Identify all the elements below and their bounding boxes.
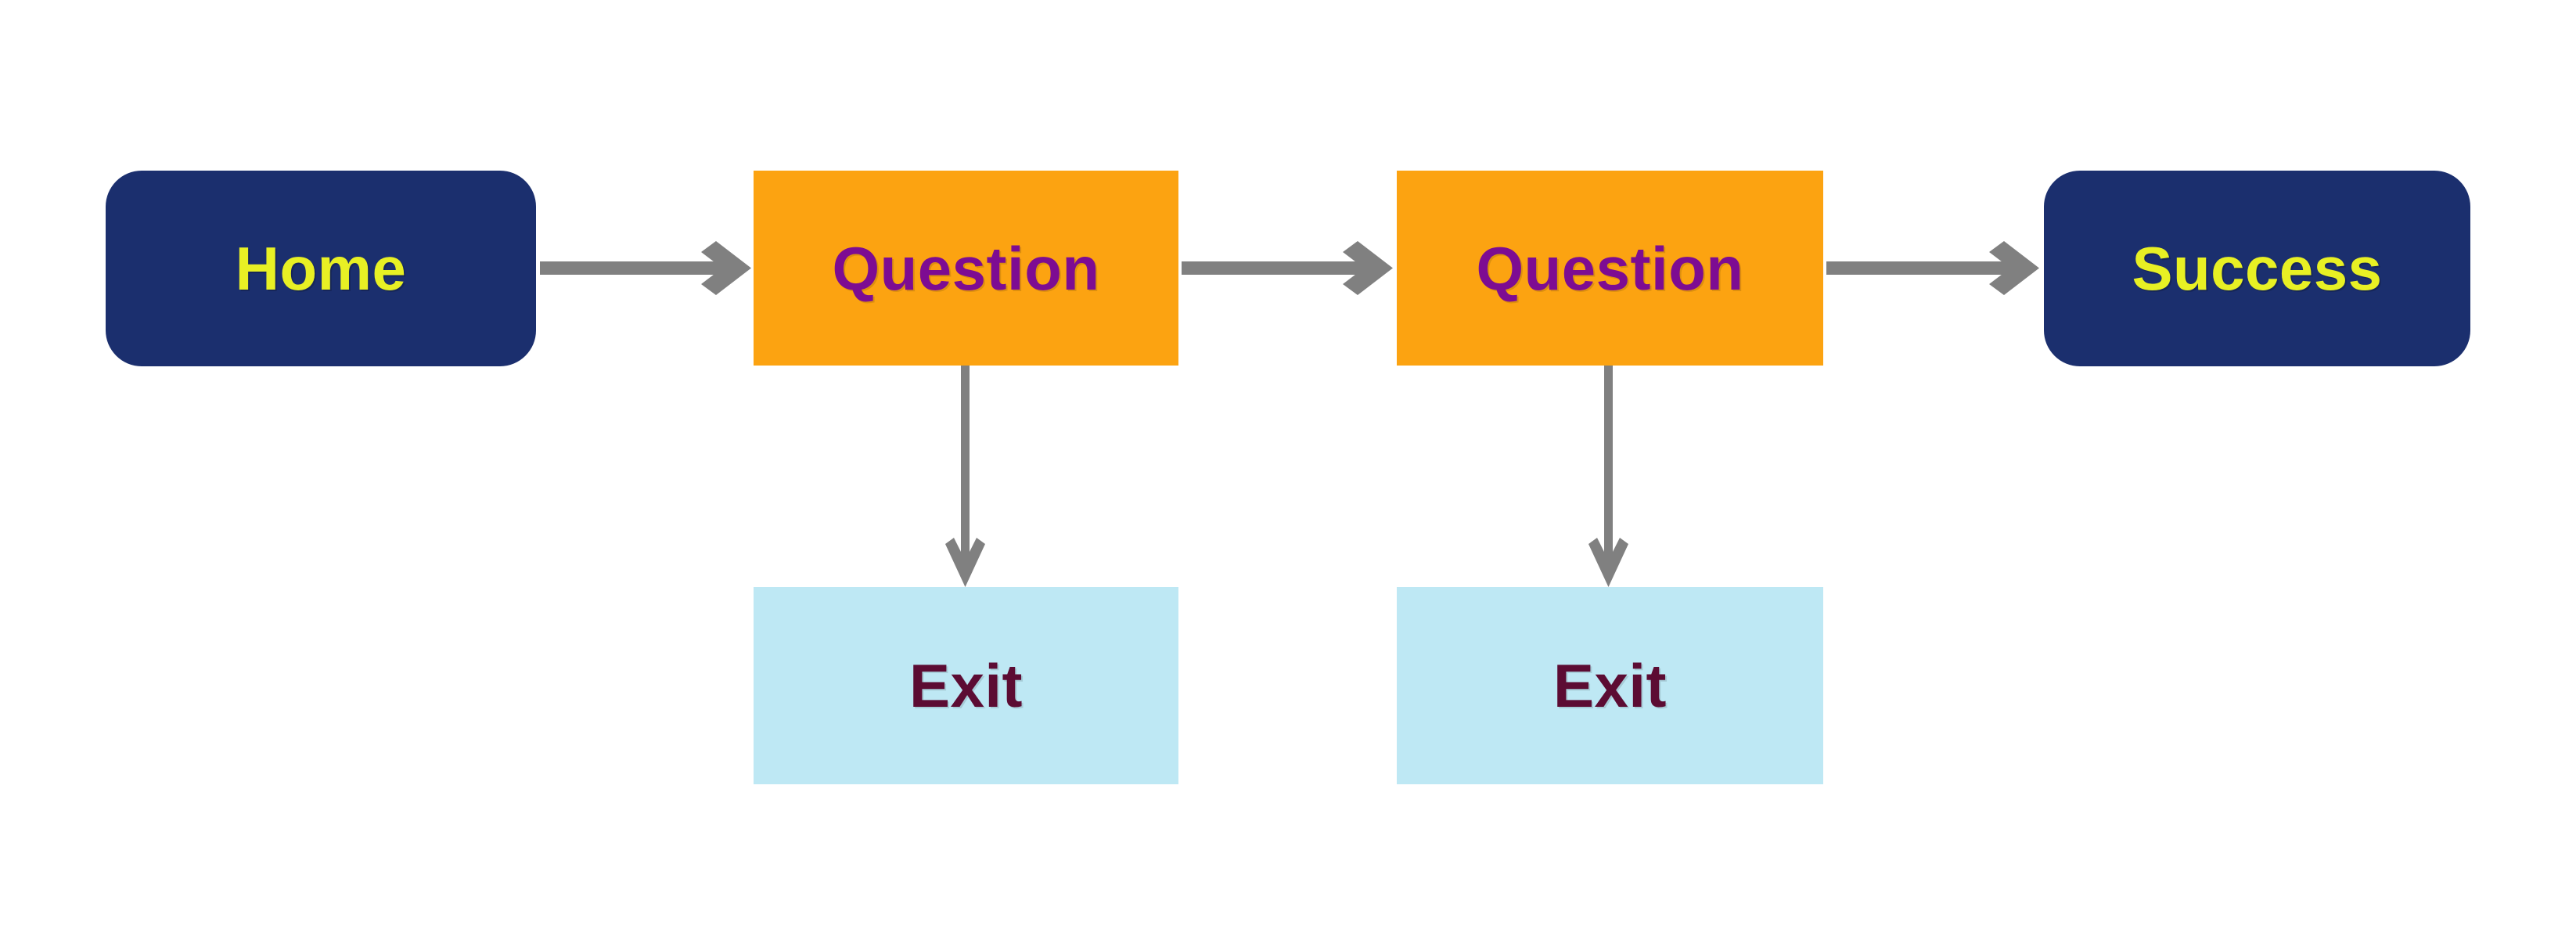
node-success-label: Success	[2132, 234, 2383, 303]
node-question-2[interactable]: Question	[1397, 171, 1823, 366]
arrow-shaft	[1604, 366, 1613, 567]
connector-question-1-to-question-2	[1182, 235, 1401, 301]
arrow-head-down-icon	[1588, 538, 1628, 587]
node-success[interactable]: Success	[2044, 171, 2470, 366]
arrow-head-down-icon	[945, 538, 985, 587]
node-exit-2[interactable]: Exit	[1397, 587, 1823, 784]
node-exit-1[interactable]: Exit	[754, 587, 1178, 784]
node-exit-2-label: Exit	[1552, 651, 1668, 720]
node-question-1[interactable]: Question	[754, 171, 1178, 366]
arrow-head-right-icon	[1989, 241, 2039, 295]
arrow-shaft	[1182, 261, 1372, 275]
arrow-shaft	[1826, 261, 2018, 275]
node-question-2-label: Question	[1476, 233, 1744, 303]
node-home[interactable]: Home	[106, 171, 536, 366]
node-exit-1-label: Exit	[908, 651, 1024, 720]
connector-question-1-to-exit-1	[931, 366, 1002, 590]
node-home-label: Home	[235, 234, 407, 303]
arrow-shaft	[540, 261, 730, 275]
arrow-head-right-icon	[701, 241, 751, 295]
connector-question-2-to-exit-2	[1574, 366, 1645, 590]
connector-home-to-question-1	[540, 235, 759, 301]
arrow-head-right-icon	[1343, 241, 1393, 295]
arrow-shaft	[961, 366, 970, 567]
node-question-1-label: Question	[832, 233, 1100, 303]
connector-question-2-to-success	[1826, 235, 2047, 301]
